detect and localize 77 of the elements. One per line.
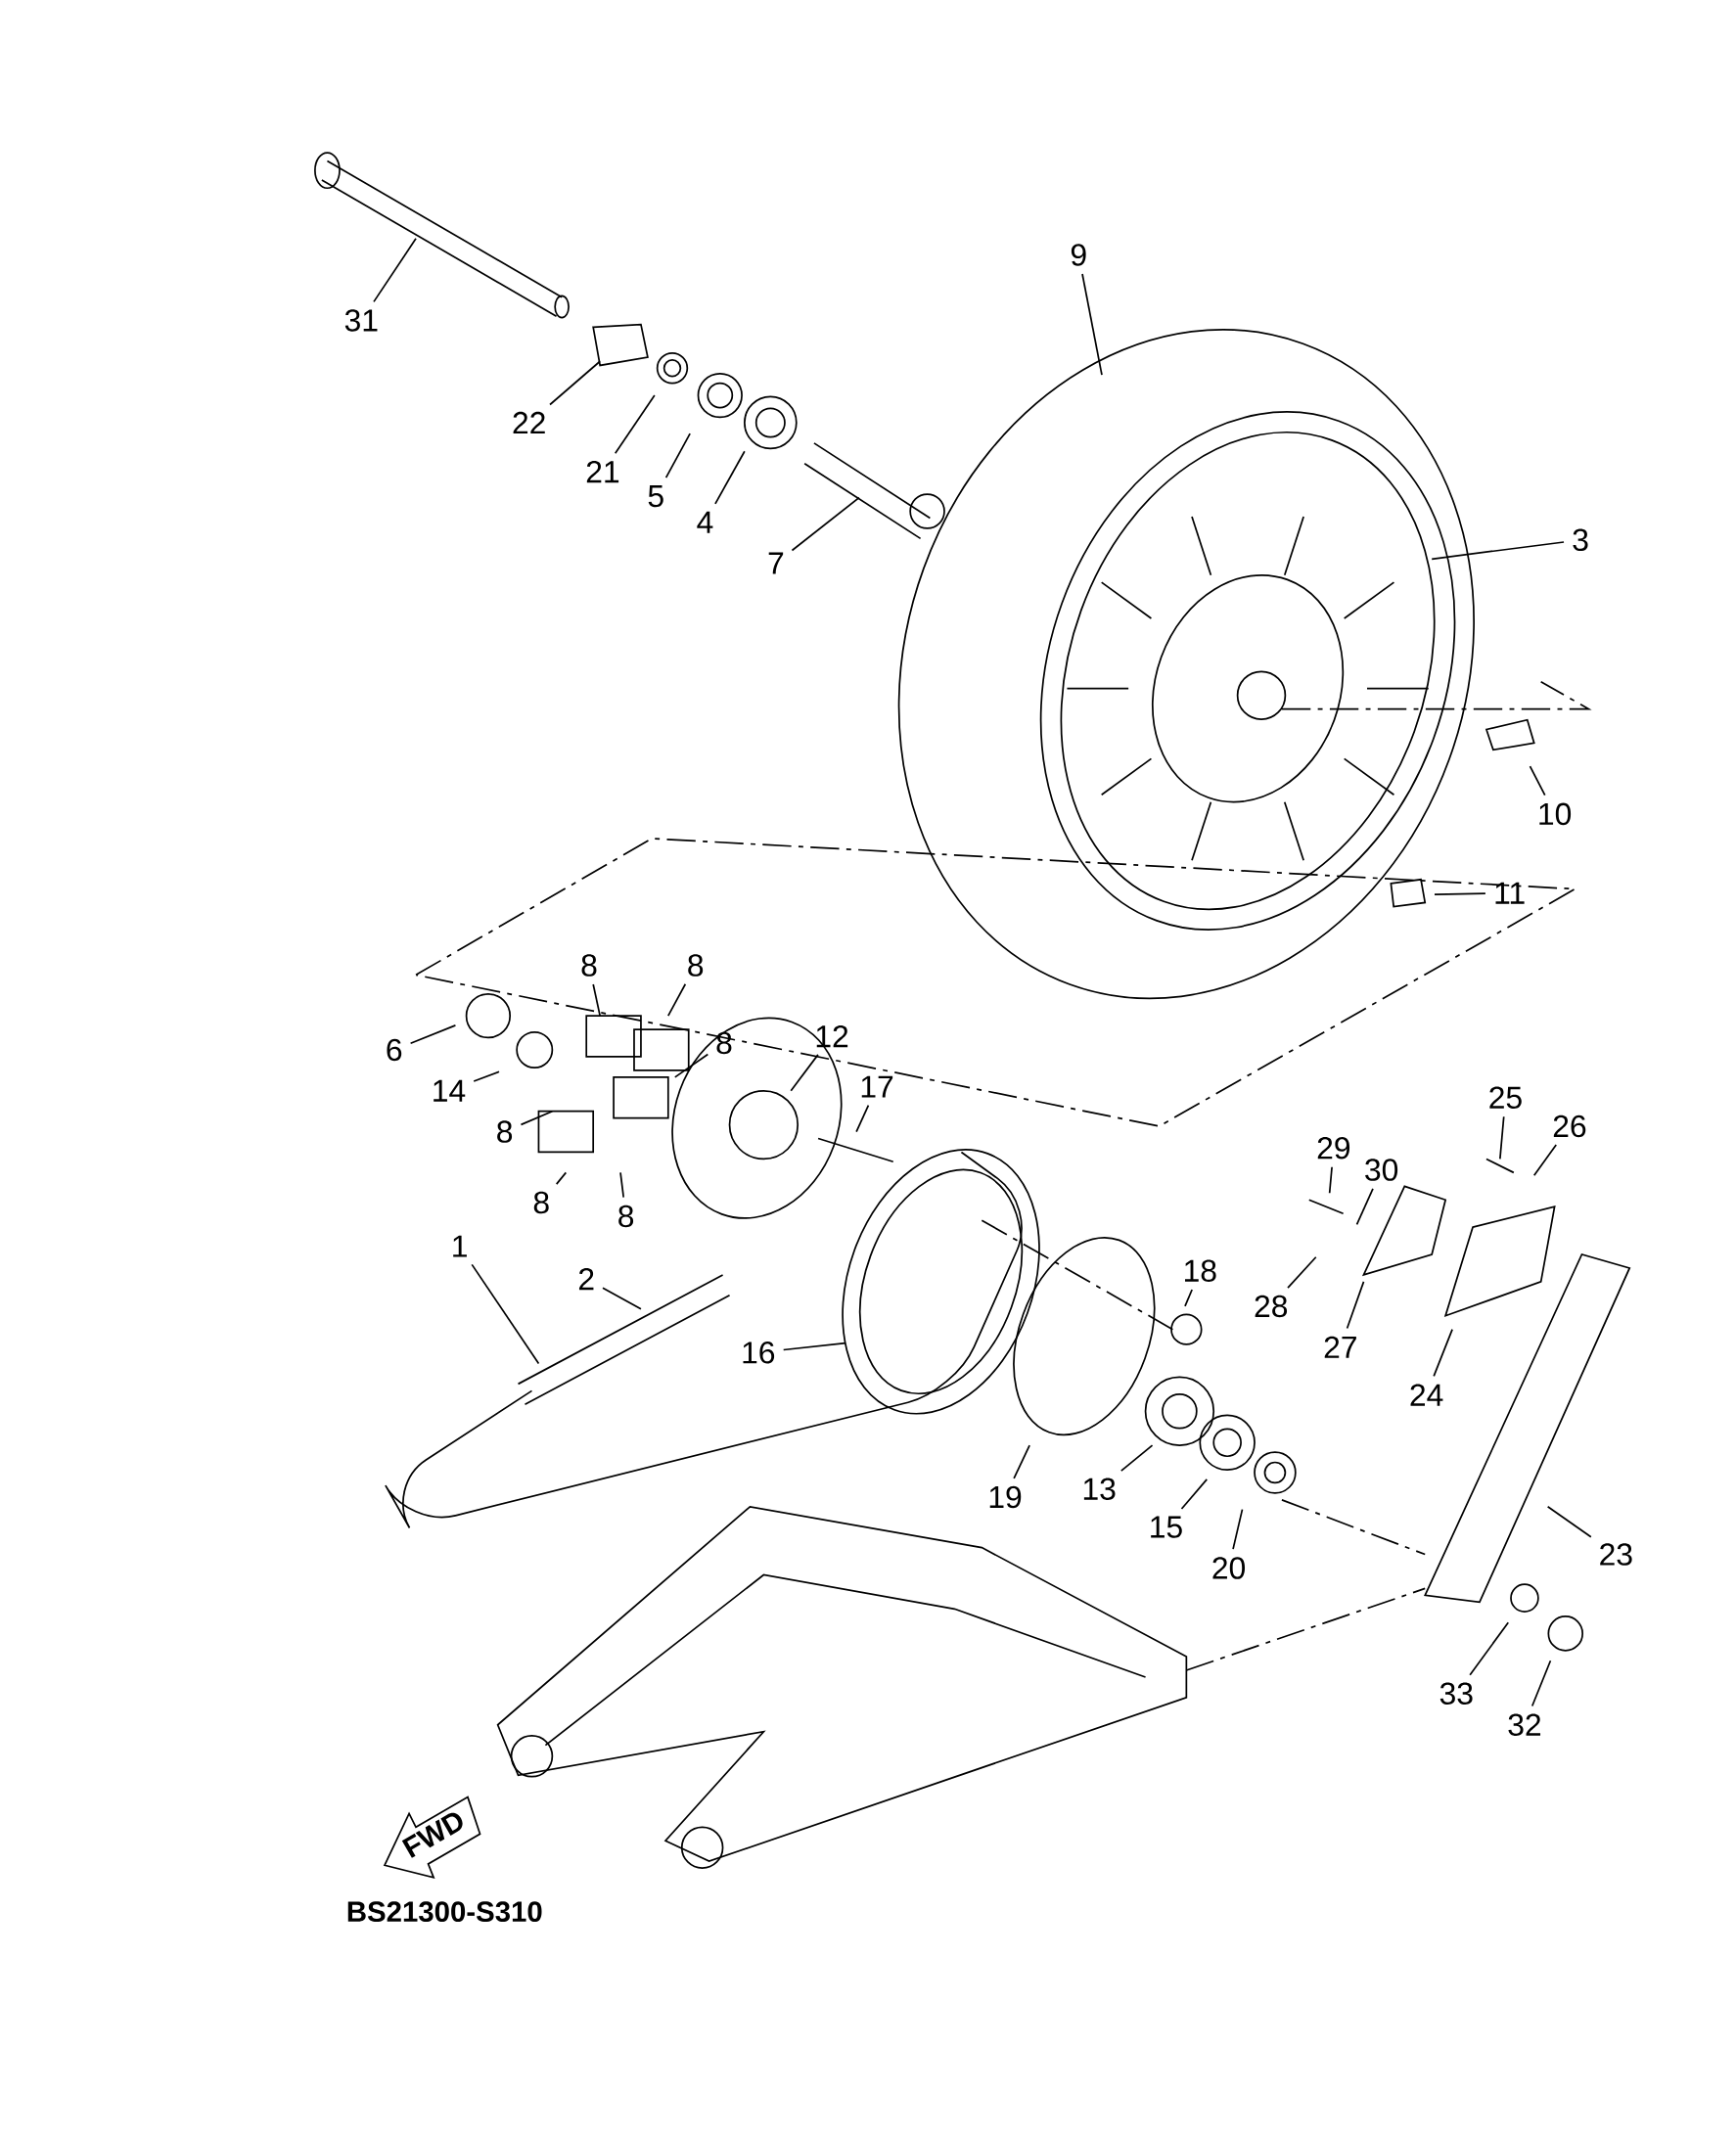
callout-number: 20: [1212, 1557, 1246, 1579]
callout-number: 29: [1317, 1137, 1350, 1160]
callout-number: 27: [1324, 1336, 1356, 1358]
callout-number: 31: [344, 309, 378, 332]
leader-line: [1469, 1621, 1510, 1676]
callout-number: 14: [434, 1079, 466, 1102]
callout-number: 28: [1255, 1295, 1288, 1318]
callout-number: 18: [1185, 1259, 1216, 1282]
leader-line: [549, 360, 602, 406]
leader-line: [619, 1171, 625, 1199]
diagram-code: BS21300-S310: [347, 1901, 542, 1923]
callout-number: 1: [453, 1235, 467, 1257]
callout-number: 30: [1365, 1159, 1398, 1181]
leader-line: [782, 1342, 846, 1351]
callout-number: 8: [581, 954, 597, 977]
leader-line: [471, 1263, 540, 1365]
leader-line: [1013, 1444, 1030, 1479]
callout-number: 7: [768, 552, 784, 574]
leader-line: [855, 1104, 870, 1133]
callout-number: 21: [586, 461, 619, 483]
callout-number: 17: [861, 1075, 893, 1098]
callout-number: 26: [1553, 1114, 1586, 1138]
leader-line: [667, 982, 687, 1017]
leader-line: [1287, 1255, 1317, 1289]
callout-number: 24: [1410, 1384, 1443, 1406]
leader-line: [1184, 1289, 1194, 1307]
leader-line: [1232, 1508, 1244, 1550]
callout-number: 8: [497, 1120, 513, 1143]
callout-number: 11: [1495, 882, 1525, 904]
leader-line: [1355, 1188, 1374, 1226]
leader-line: [1433, 1328, 1453, 1378]
callout-number: 16: [743, 1342, 775, 1364]
leader-line: [1530, 1660, 1552, 1707]
callout-number: 8: [618, 1205, 634, 1228]
callout-number: 6: [387, 1038, 402, 1062]
leader-line: [1431, 541, 1565, 561]
leader-line: [1529, 765, 1546, 796]
leader-line: [1434, 892, 1486, 895]
leader-line: [790, 1054, 819, 1092]
callout-number: 4: [697, 511, 713, 533]
leader-line: [1081, 273, 1103, 377]
leader-line: [673, 1053, 709, 1078]
leader-line: [1328, 1165, 1333, 1195]
callout-number: 15: [1151, 1516, 1182, 1538]
leader-line: [791, 496, 860, 552]
callout-number: 13: [1083, 1478, 1116, 1500]
callout-number: 8: [533, 1191, 549, 1214]
leader-line: [409, 1024, 457, 1045]
leader-line: [664, 432, 691, 479]
callout-number: 8: [688, 954, 704, 977]
leader-line: [520, 1110, 554, 1126]
leader-line: [592, 983, 602, 1017]
leader-line: [1180, 1478, 1209, 1510]
callout-number: 10: [1539, 802, 1572, 826]
leader-line: [1499, 1115, 1505, 1160]
leader-line: [714, 450, 746, 505]
leader-line: [602, 1287, 642, 1310]
leader-line: [1546, 1505, 1592, 1538]
leader-line: [373, 237, 417, 303]
leader-line: [555, 1171, 568, 1185]
leader-line: [473, 1070, 500, 1082]
leader-line: [1120, 1444, 1154, 1472]
callout-number: 19: [989, 1485, 1022, 1509]
callout-number: 32: [1508, 1713, 1541, 1737]
callout-number: 22: [513, 411, 545, 434]
callout-number: 12: [816, 1024, 848, 1048]
leader-line: [1532, 1144, 1558, 1177]
callout-number: 9: [1071, 244, 1086, 266]
callout-number: 3: [1573, 528, 1588, 552]
callout-number: 23: [1600, 1543, 1632, 1566]
leader-line: [614, 394, 656, 455]
callout-number: 33: [1439, 1682, 1473, 1705]
fwd-label: FWD: [401, 1812, 463, 1858]
leader-line: [1346, 1281, 1365, 1330]
callout-number: 5: [648, 485, 663, 508]
callout-number: 25: [1489, 1086, 1522, 1109]
callout-number: 2: [579, 1267, 594, 1291]
